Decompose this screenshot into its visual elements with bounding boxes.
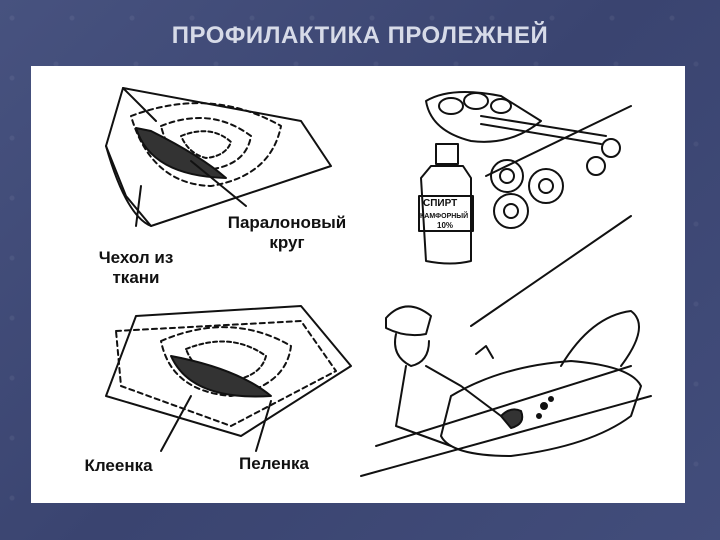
bottle-label-line1: СПИРТ [423,198,457,209]
slide-title: ПРОФИЛАКТИКА ПРОЛЕЖНЕЙ [171,22,549,49]
label-diaper: Пеленка [239,454,309,473]
label-fabric-cover: Чехол из ткани [76,248,196,288]
label-foam-ring-line1: Паралоновый [227,213,347,232]
nurse-and-patient-drawing [360,305,652,477]
illustration-drawing: СПИРТ КАМФОРНЫЙ 10% [105,87,652,477]
label-oilcloth: Клеенка [84,456,153,475]
label-fabric-cover-line1: Чехол из [98,248,174,267]
illustration-panel: СПИРТ КАМФОРНЫЙ 10% Паралоновый круг Чех… [31,66,685,503]
cover-with-ring-drawing [105,87,332,227]
label-foam-ring-line2: круг [269,233,305,252]
tray-and-rings-drawing [425,91,632,327]
camphor-bottle-drawing [418,143,474,265]
bottle-label: СПИРТ КАМФОРНЫЙ 10% [420,198,468,230]
label-foam-ring: Паралоновый круг [207,213,367,253]
ring-on-bedding-drawing [105,305,352,452]
bottle-label-line3: 10% [437,221,453,230]
label-fabric-cover-line2: ткани [112,268,160,287]
bottle-label-line2: КАМФОРНЫЙ [420,211,468,220]
